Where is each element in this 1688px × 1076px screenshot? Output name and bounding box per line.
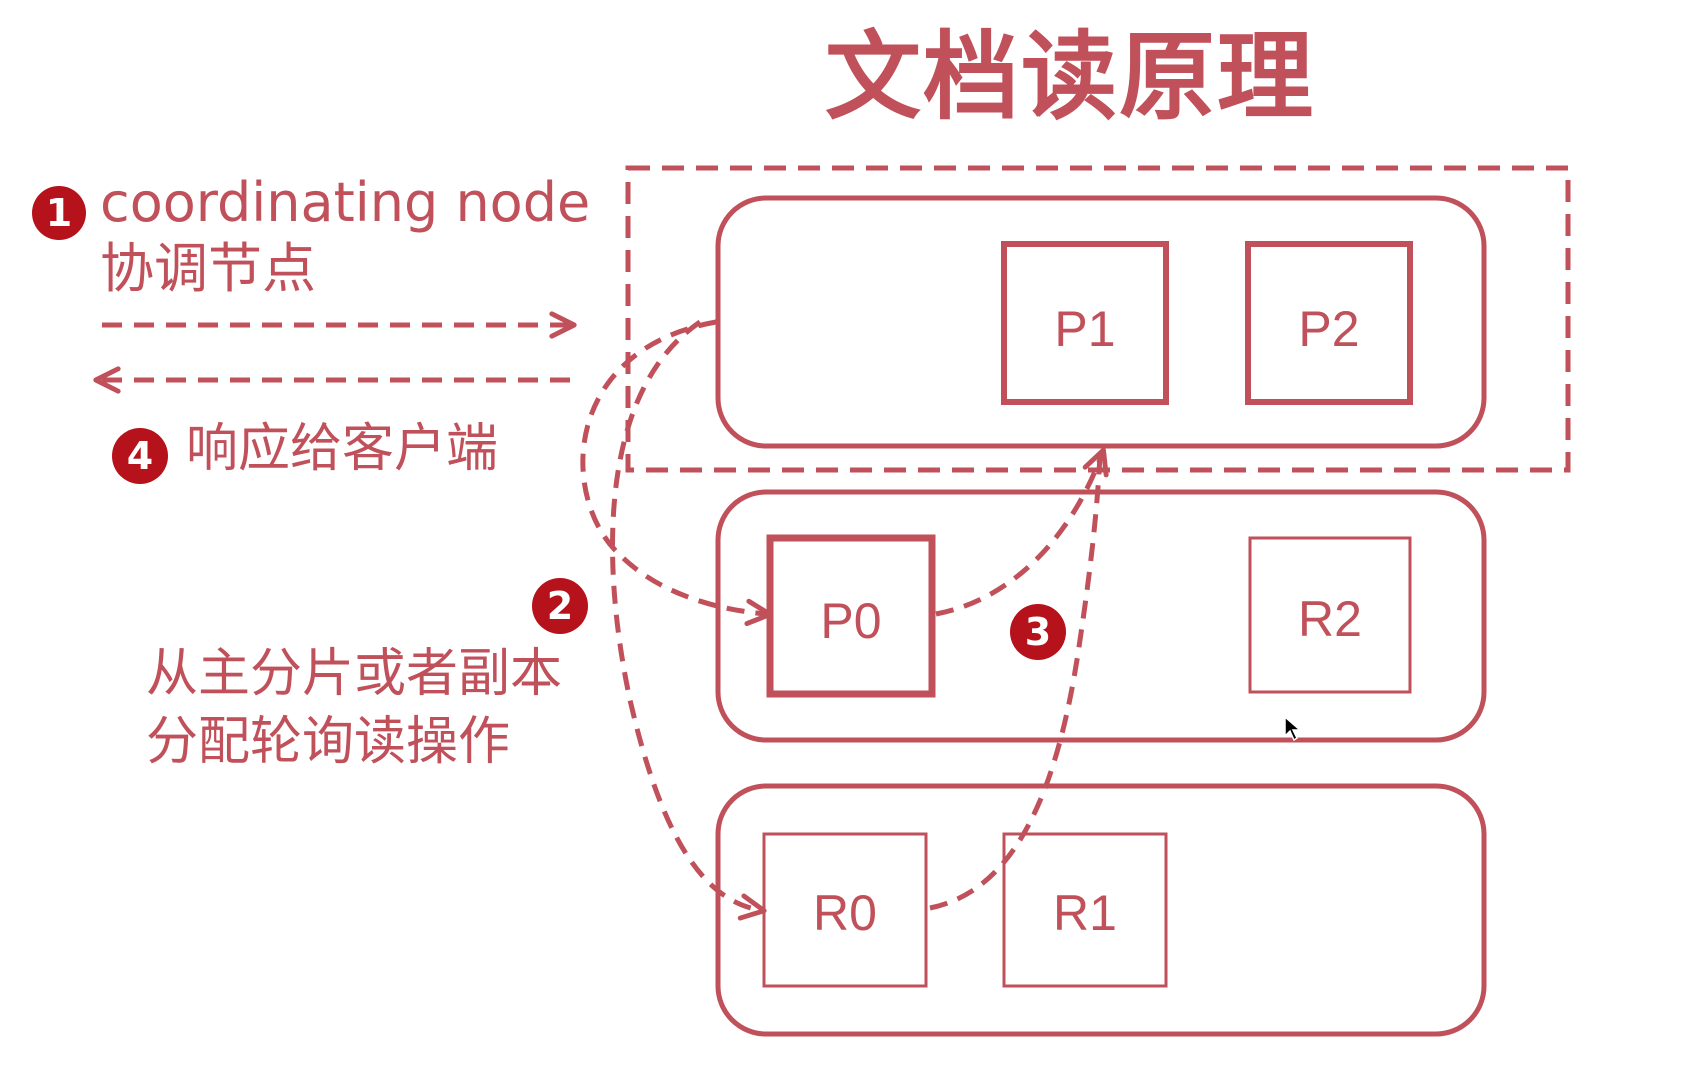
- shard-label-p1: P1: [1054, 301, 1115, 357]
- node-1-container: [715, 195, 1487, 449]
- node-3-container: [715, 783, 1487, 1037]
- step-1-badge: 1: [32, 186, 86, 240]
- shard-label-r2: R2: [1298, 591, 1362, 647]
- route-arrow-to-p0: [580, 319, 773, 627]
- route-arrow-to-r0: [610, 319, 767, 921]
- page-title: 文档读原理: [825, 21, 1315, 133]
- step-2-label-line2: 分配轮询读操作: [146, 712, 511, 772]
- shard-label-r0: R0: [813, 885, 877, 941]
- shard-label-p0: P0: [820, 593, 881, 649]
- step-2-badge: 2: [532, 578, 588, 634]
- coordinating-node-label-zh: 协调节点: [100, 237, 316, 300]
- step-2-label-line1: 从主分片或者副本: [146, 644, 563, 704]
- node-2-container: [715, 489, 1487, 743]
- result-arrow-from-r0: [929, 453, 1103, 911]
- shard-box-p2: [1245, 241, 1413, 405]
- step-4-badge: 4: [112, 428, 168, 484]
- step-3-badge: 3: [1010, 604, 1066, 660]
- mouse-cursor-icon: [1284, 716, 1302, 742]
- coordinating-node-label: coordinating node: [100, 171, 591, 234]
- shard-label-r1: R1: [1053, 885, 1117, 941]
- shard-label-p2: P2: [1298, 301, 1359, 357]
- result-arrow-from-p0: [935, 447, 1109, 617]
- response-label: 响应给客户端: [186, 419, 499, 479]
- shard-box-r1: [1002, 832, 1168, 988]
- shard-box-p1: [1001, 241, 1169, 405]
- shard-box-r2: [1248, 536, 1412, 694]
